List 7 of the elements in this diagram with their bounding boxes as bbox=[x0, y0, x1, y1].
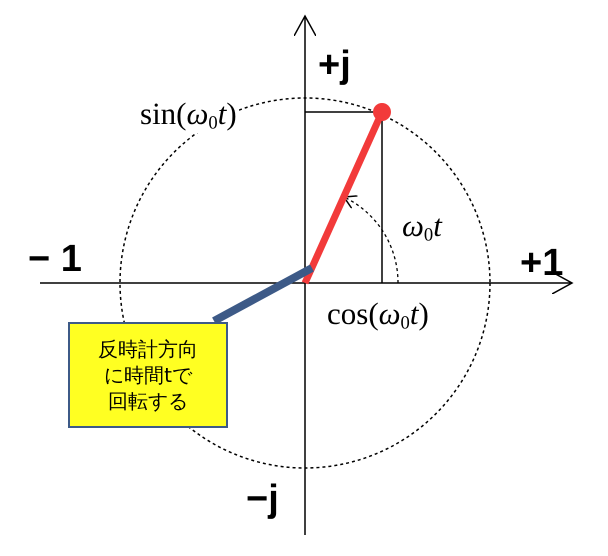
leader-line bbox=[212, 264, 314, 325]
axis-label: +j bbox=[318, 46, 351, 84]
axis-label: − 1 bbox=[28, 240, 82, 278]
rotating-vector bbox=[302, 103, 391, 284]
callout-box: 反時計方向に時間tで回転する bbox=[68, 322, 228, 428]
axis-label: −j bbox=[246, 480, 279, 518]
axis-label: +1 bbox=[520, 244, 564, 282]
